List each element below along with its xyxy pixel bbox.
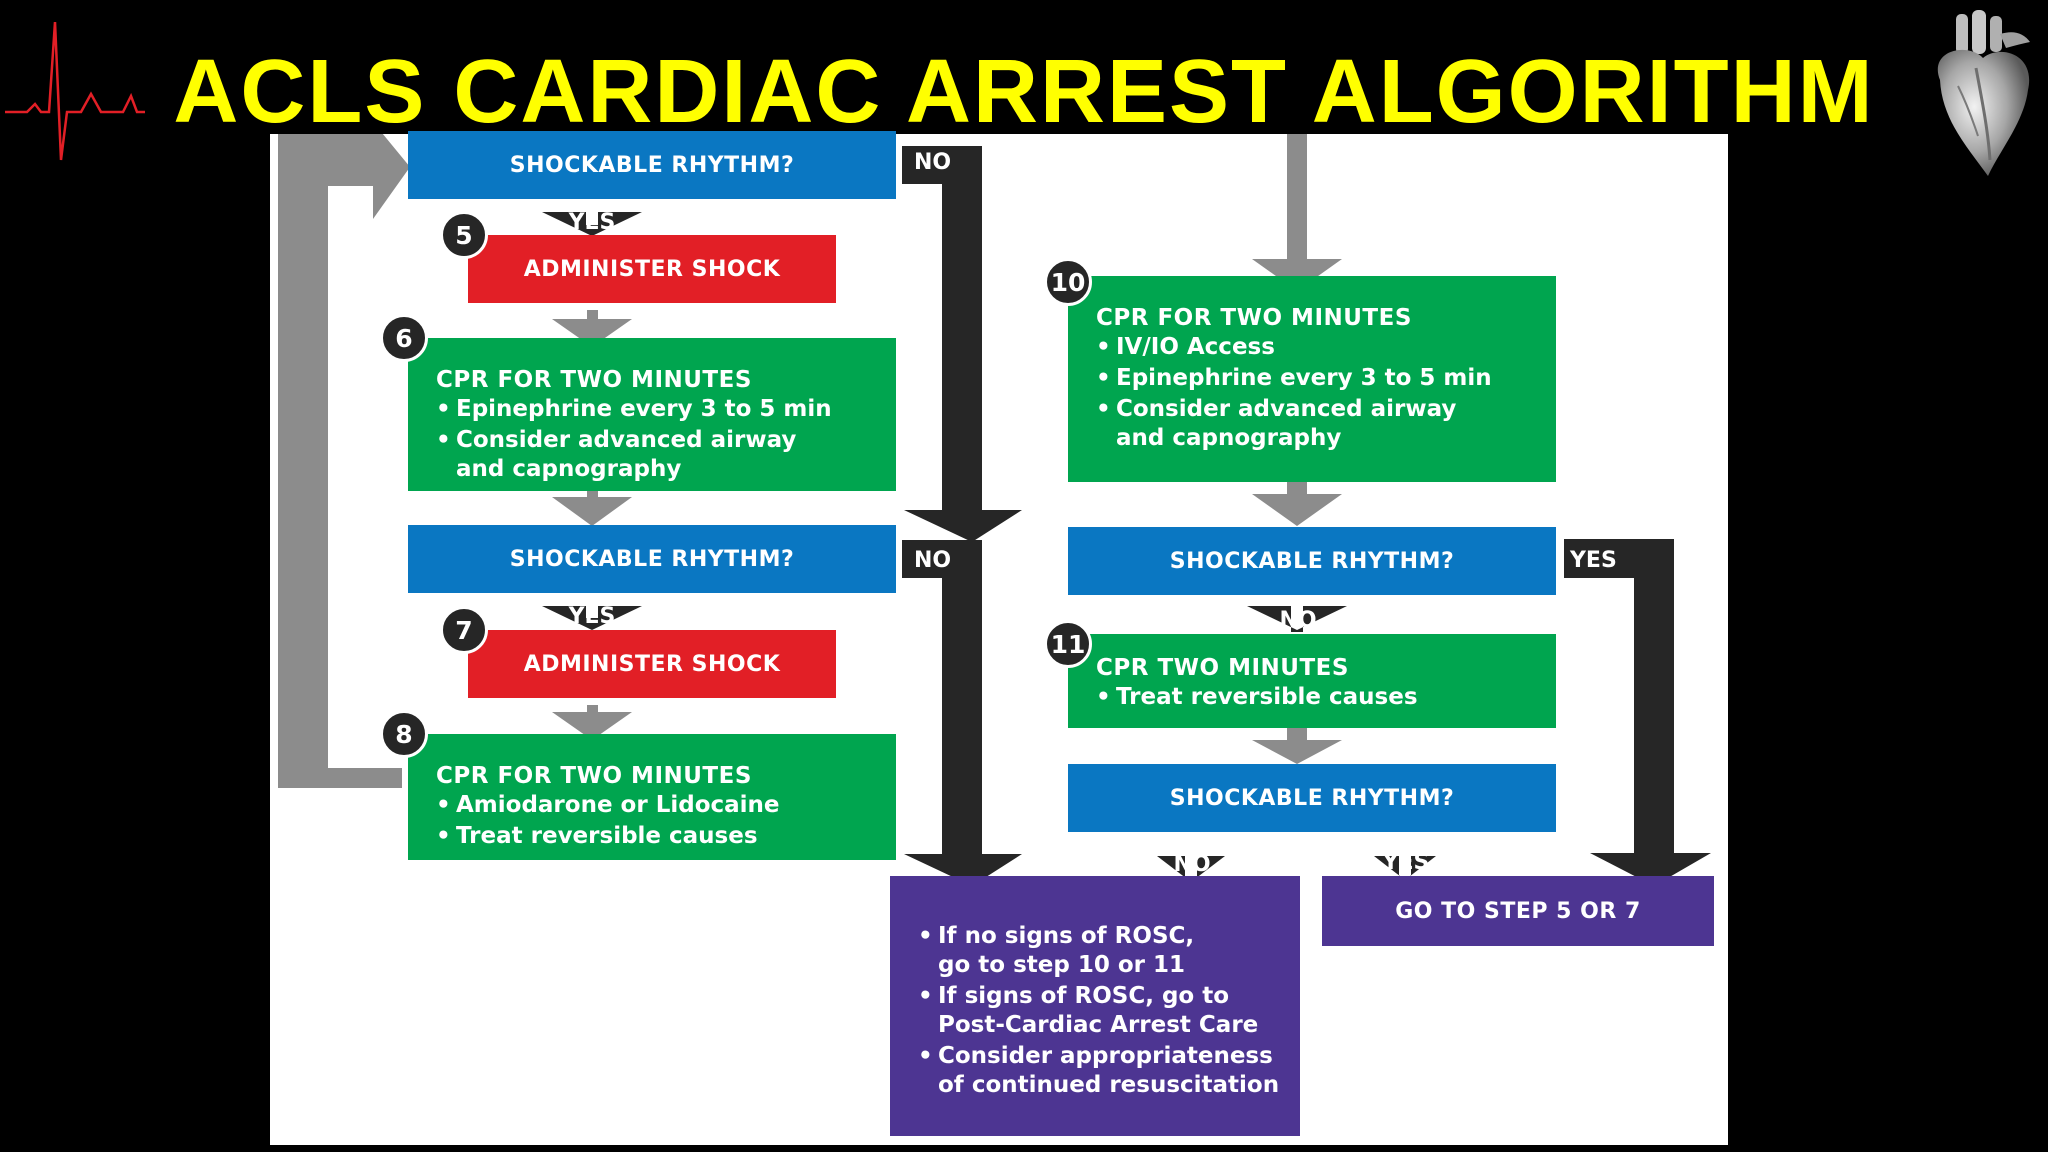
decision-shockable-rhythm-1: SHOCKABLE RHYTHM? [408, 131, 896, 199]
outcome-item: If signs of ROSC, go to Post-Cardiac Arr… [918, 982, 1300, 1040]
cpr-heading: CPR FOR TWO MINUTES [436, 367, 752, 393]
arrow-into-s10 [1252, 134, 1342, 291]
cpr-item: IV/IO Access [1096, 333, 1556, 362]
label-q1-no: NO [914, 150, 952, 175]
arrow-q4-yes [1374, 856, 1436, 880]
go-to-step-box: GO TO STEP 5 OR 7 [1322, 876, 1714, 946]
outcome-item: If no signs of ROSC, go to step 10 or 11 [918, 922, 1300, 980]
arrow-s7-to-s8 [552, 705, 632, 740]
anatomical-heart-icon [1937, 10, 2030, 176]
cpr-heading: CPR TWO MINUTES [1096, 655, 1349, 681]
step-11-badge: 11 [1044, 620, 1092, 668]
step-8-badge: 8 [380, 710, 428, 758]
label-q3-yes: YES [1570, 548, 1617, 573]
step-6-cpr: CPR FOR TWO MINUTES Epinephrine every 3 … [408, 338, 896, 491]
cpr-item-line: Consider advanced airway [1116, 396, 1457, 422]
cpr-item: Consider advanced airway and capnography [1096, 395, 1556, 453]
outcome-item-line: go to step 10 or 11 [938, 952, 1186, 978]
cpr-item: Treat reversible causes [436, 822, 896, 851]
cpr-heading: CPR FOR TWO MINUTES [436, 763, 752, 789]
arrow-s5-to-s6 [552, 310, 632, 347]
decision-shockable-rhythm-3: SHOCKABLE RHYTHM? [1068, 527, 1556, 595]
step-5-administer-shock: ADMINISTER SHOCK [468, 235, 836, 303]
arrow-s10-to-q3 [1252, 482, 1342, 526]
outcome-item: Consider appropriateness of continued re… [918, 1042, 1300, 1100]
cpr-item: Amiodarone or Lidocaine [436, 791, 896, 820]
arrow-q1-yes [542, 212, 642, 236]
label-q3-no: NO [1279, 608, 1317, 633]
arrow-q4-no [1157, 856, 1225, 882]
arrow-q3-no [1247, 606, 1347, 632]
outcome-item-line: Consider appropriateness [938, 1043, 1273, 1069]
cpr-items: IV/IO Access Epinephrine every 3 to 5 mi… [1096, 333, 1556, 453]
arrow-q2-no [902, 540, 1022, 886]
step-11-cpr: CPR TWO MINUTES Treat reversible causes [1068, 634, 1556, 728]
outcome-item-line: Post-Cardiac Arrest Care [938, 1012, 1259, 1038]
cpr-item: Treat reversible causes [1096, 683, 1556, 712]
outcome-box: If no signs of ROSC, go to step 10 or 11… [890, 876, 1300, 1136]
step-7-badge: 7 [440, 606, 488, 654]
cpr-heading: CPR FOR TWO MINUTES [1096, 305, 1412, 331]
step-8-cpr: CPR FOR TWO MINUTES Amiodarone or Lidoca… [408, 734, 896, 860]
cpr-items: Amiodarone or Lidocaine Treat reversible… [436, 791, 896, 851]
label-q2-yes: YES [568, 604, 616, 629]
cpr-item-line: Consider advanced airway [456, 427, 797, 453]
decision-label: SHOCKABLE RHYTHM? [509, 152, 795, 178]
step-6-badge: 6 [380, 314, 428, 362]
step-5-badge: 5 [440, 211, 488, 259]
label-q4-yes: YES [1382, 850, 1430, 875]
go-to-label: GO TO STEP 5 OR 7 [1395, 898, 1641, 924]
label-q4-no: NO [1173, 852, 1211, 877]
outcome-item-line: of continued resuscitation [938, 1072, 1280, 1098]
arrow-s11-to-q4 [1252, 728, 1342, 764]
decision-shockable-rhythm-4: SHOCKABLE RHYTHM? [1068, 764, 1556, 832]
cpr-item-line: and capnography [456, 456, 682, 482]
cpr-items: Treat reversible causes [1096, 683, 1556, 712]
algorithm-panel: SHOCKABLE RHYTHM? NO YES ADMINISTER SHOC… [270, 131, 1728, 1145]
cpr-item: Epinephrine every 3 to 5 min [436, 395, 896, 424]
arrow-loop-back [278, 134, 410, 788]
arrow-q2-yes [542, 606, 642, 630]
outcome-items: If no signs of ROSC, go to step 10 or 11… [918, 922, 1300, 1100]
page-title: ACLS CARDIAC ARREST ALGORITHM [173, 42, 1875, 142]
outcome-item-line: If signs of ROSC, go to [938, 983, 1230, 1009]
label-q2-no: NO [914, 548, 952, 573]
arrow-q1-no [902, 146, 1022, 542]
arrow-s6-to-q2 [552, 490, 632, 526]
decision-shockable-rhythm-2: SHOCKABLE RHYTHM? [408, 525, 896, 593]
step-7-administer-shock: ADMINISTER SHOCK [468, 630, 836, 698]
ecg-trace-icon [5, 22, 145, 161]
cpr-item-line: and capnography [1116, 425, 1342, 451]
arrow-q3-yes [1564, 539, 1711, 886]
step-10-badge: 10 [1044, 258, 1092, 306]
label-q1-yes: YES [568, 210, 616, 235]
step-10-cpr: CPR FOR TWO MINUTES IV/IO Access Epineph… [1068, 276, 1556, 482]
cpr-item: Epinephrine every 3 to 5 min [1096, 364, 1556, 393]
decision-label: SHOCKABLE RHYTHM? [509, 546, 795, 572]
cpr-items: Epinephrine every 3 to 5 min Consider ad… [436, 395, 896, 484]
decision-label: SHOCKABLE RHYTHM? [1169, 548, 1455, 574]
decision-label: SHOCKABLE RHYTHM? [1169, 785, 1455, 811]
outcome-item-line: If no signs of ROSC, [938, 923, 1195, 949]
cpr-item: Consider advanced airway and capnography [436, 426, 896, 484]
shock-label: ADMINISTER SHOCK [523, 651, 781, 677]
shock-label: ADMINISTER SHOCK [523, 256, 781, 282]
